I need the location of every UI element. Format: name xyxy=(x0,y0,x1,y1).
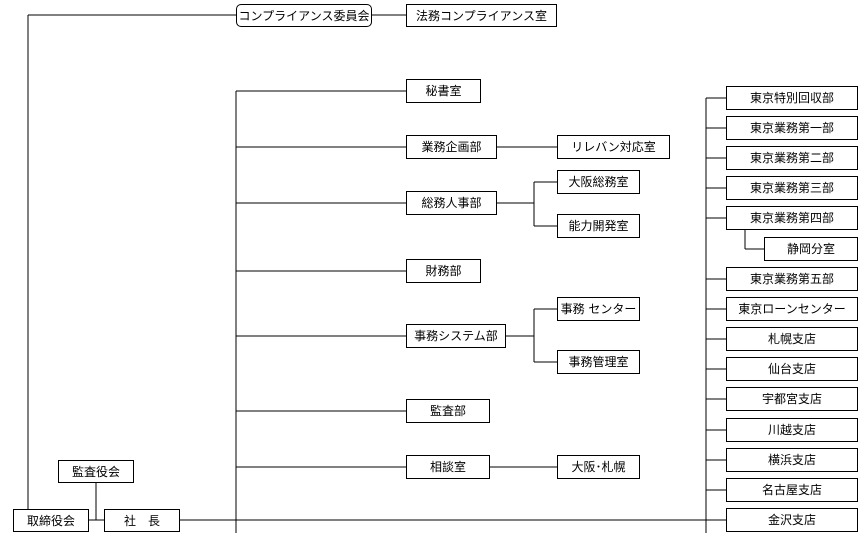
branch-box: 札幌支店 xyxy=(726,327,858,351)
office-center-box: 事務 センター xyxy=(557,297,640,321)
secretariat-box: 秘書室 xyxy=(406,79,481,103)
office-management-box: 事務管理室 xyxy=(557,350,640,374)
branch-box: 東京業務第四部 xyxy=(726,206,858,230)
audit-box: 監査部 xyxy=(406,399,490,423)
relevant-response-office-box: リレバン対応室 xyxy=(557,135,670,159)
branch-box: 東京業務第三部 xyxy=(726,176,858,200)
finance-box: 財務部 xyxy=(406,259,481,283)
branch-box: 東京業務第五部 xyxy=(726,267,858,291)
consultation-office-box: 相談室 xyxy=(406,455,490,479)
general-affairs-hr-box: 総務人事部 xyxy=(406,191,497,215)
capability-development-box: 能力開発室 xyxy=(557,214,640,238)
auditors-box: 監査役会 xyxy=(58,460,134,483)
business-planning-box: 業務企画部 xyxy=(406,135,497,159)
branch-box: 仙台支店 xyxy=(726,357,858,381)
branch-box: 東京特別回収部 xyxy=(726,86,858,110)
branch-box: 東京業務第二部 xyxy=(726,146,858,170)
board-box: 取締役会 xyxy=(13,509,89,532)
osaka-sapporo-box: 大阪･札幌 xyxy=(557,455,640,479)
branch-box: 川越支店 xyxy=(726,418,858,442)
branch-box: 東京業務第一部 xyxy=(726,116,858,140)
branch-box: 静岡分室 xyxy=(764,237,858,261)
branch-box: 名古屋支店 xyxy=(726,478,858,502)
office-systems-box: 事務システム部 xyxy=(406,324,506,348)
compliance-committee-box: コンプライアンス委員会 xyxy=(236,4,372,27)
legal-compliance-office-box: 法務コンプライアンス室 xyxy=(406,4,557,27)
branch-box: 金沢支店 xyxy=(726,508,858,532)
branch-box: 東京ローンセンター xyxy=(726,297,858,321)
president-box: 社 長 xyxy=(104,509,180,532)
branch-box: 横浜支店 xyxy=(726,448,858,472)
branch-box: 宇都宮支店 xyxy=(726,387,858,411)
osaka-general-affairs-box: 大阪総務室 xyxy=(557,170,640,194)
